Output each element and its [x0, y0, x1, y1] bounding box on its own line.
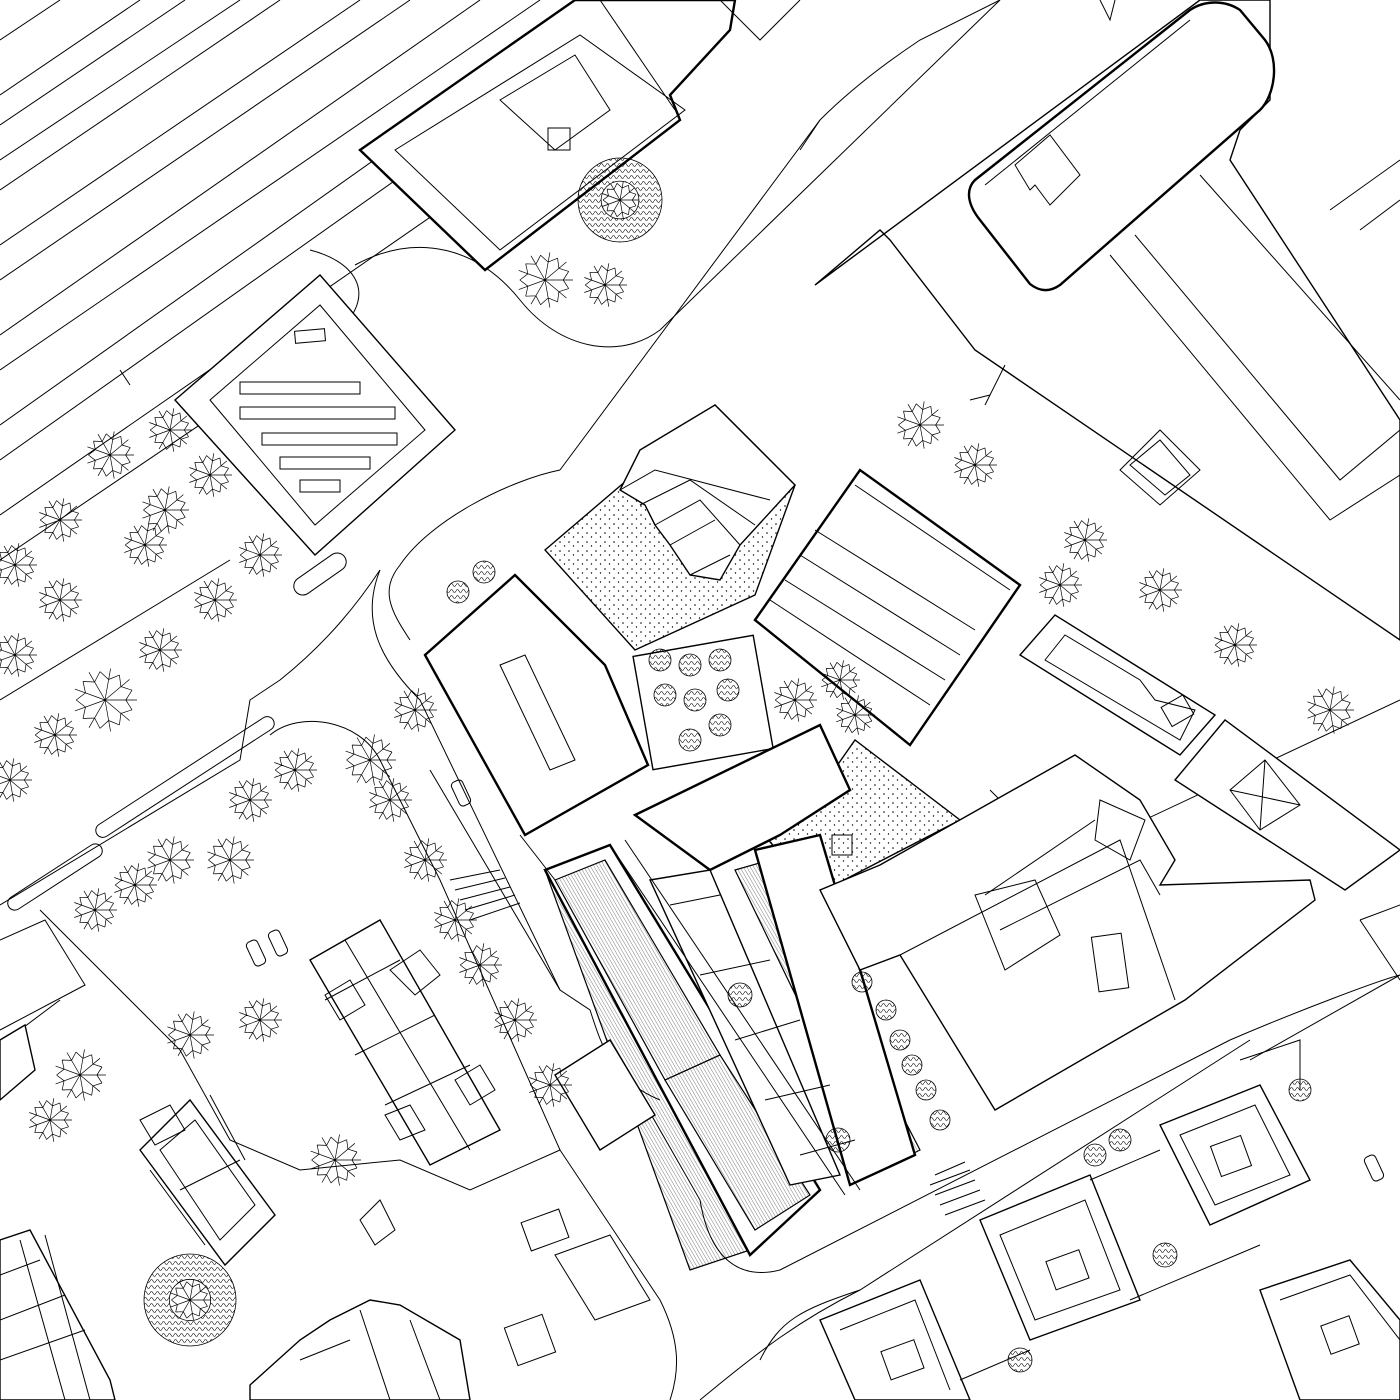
- shrub-symbol: [683, 688, 707, 712]
- tree-symbol: [142, 486, 189, 534]
- shrub-symbol: [678, 653, 702, 677]
- tree-symbol: [394, 688, 437, 732]
- tree-symbol: [124, 523, 167, 567]
- building-pavilion-west: [174, 274, 456, 556]
- buildings-southeast: [819, 1084, 1400, 1400]
- shrub-layer: [446, 560, 1312, 1373]
- tree-symbol: [147, 836, 194, 884]
- dense-tree-symbol: [577, 157, 663, 243]
- tree-symbol: [239, 998, 282, 1042]
- tree-symbol: [207, 836, 254, 884]
- shrub-symbol: [678, 728, 702, 752]
- shrub-symbol: [1108, 1128, 1132, 1152]
- shrub-symbol: [653, 683, 677, 707]
- parked-cars: [245, 779, 1385, 1182]
- shrub-symbol: [1083, 1143, 1107, 1167]
- shrub-symbol: [929, 1109, 951, 1131]
- tree-symbol: [774, 678, 817, 722]
- tree-symbol: [39, 498, 82, 542]
- building-north: [358, 0, 801, 272]
- tree-symbol: [55, 1049, 106, 1101]
- shrub-symbol: [727, 982, 753, 1008]
- shrub-symbol: [825, 1127, 851, 1153]
- tree-symbol: [74, 668, 137, 732]
- tree-symbol: [821, 660, 860, 700]
- tree-symbol: [1039, 563, 1082, 607]
- tree-symbol: [1307, 686, 1354, 734]
- tree-symbol: [1139, 568, 1182, 612]
- tree-symbol: [954, 443, 997, 487]
- building-complex-central: [423, 404, 1022, 1271]
- shrub-symbol: [851, 971, 873, 993]
- tree-symbol: [170, 1279, 211, 1321]
- shrub-symbol: [648, 648, 672, 672]
- shrub-symbol: [875, 999, 897, 1021]
- tree-symbol: [239, 533, 282, 577]
- tree-symbol: [584, 263, 627, 307]
- tree-symbol: [518, 252, 573, 308]
- shrub-symbol: [708, 713, 732, 737]
- tree-symbol: [529, 1063, 572, 1107]
- tree-symbol: [494, 998, 537, 1042]
- tree-symbol: [836, 695, 875, 735]
- tree-symbol: [39, 578, 82, 622]
- shrub-symbol: [708, 648, 732, 672]
- tree-symbol: [434, 898, 477, 942]
- tree-symbol: [459, 943, 502, 987]
- tree-symbol: [114, 863, 157, 907]
- tree-symbol: [139, 628, 182, 672]
- shrub-symbol: [1152, 1242, 1178, 1268]
- shrub-symbol: [1288, 1078, 1312, 1102]
- tree-layer: [0, 252, 1354, 1186]
- tree-symbol: [404, 838, 447, 882]
- tree-symbol: [29, 1098, 72, 1142]
- shrub-symbol: [901, 1054, 923, 1076]
- tree-symbol: [34, 713, 77, 757]
- tree-symbol: [229, 778, 272, 822]
- tree-symbol: [149, 408, 192, 452]
- buildings-southwest: [0, 720, 656, 1400]
- shrub-symbol: [446, 580, 470, 604]
- tree-symbol: [310, 1134, 361, 1186]
- shrub-symbol: [889, 1029, 911, 1051]
- tree-symbol: [1214, 623, 1257, 667]
- tree-symbol: [189, 453, 232, 497]
- tree-symbol: [1064, 518, 1107, 562]
- tree-symbol: [87, 431, 134, 479]
- building-northeast: [814, 0, 1400, 641]
- tree-symbol: [274, 748, 317, 792]
- parking-islands: [7, 552, 347, 911]
- tree-symbol: [345, 734, 396, 786]
- zebra-crossings: [449, 869, 986, 1216]
- tree-symbol: [369, 778, 412, 822]
- dense-tree-layer: [143, 157, 663, 1347]
- tree-symbol: [167, 1011, 214, 1059]
- tree-symbol: [0, 543, 37, 587]
- tree-symbol: [602, 181, 639, 219]
- tree-symbol: [0, 633, 37, 677]
- shrub-symbol: [472, 560, 496, 584]
- shrub-symbol: [915, 1079, 937, 1101]
- tree-symbol: [0, 758, 32, 802]
- tree-symbol: [194, 578, 237, 622]
- shrub-symbol: [1007, 1347, 1033, 1373]
- buildings-east: [819, 614, 1400, 1111]
- tree-symbol: [897, 401, 944, 449]
- dense-tree-symbol: [143, 1253, 237, 1347]
- tree-symbol: [74, 888, 117, 932]
- shrub-symbol: [716, 678, 740, 702]
